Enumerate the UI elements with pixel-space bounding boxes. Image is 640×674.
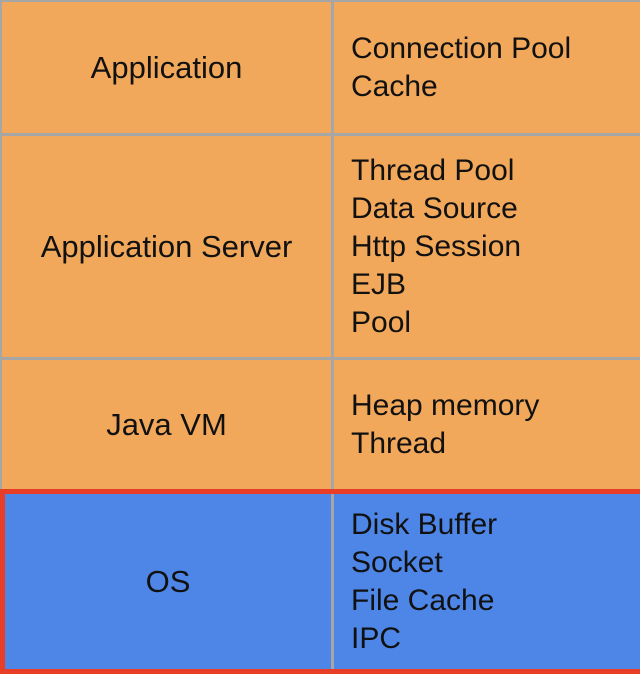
layer-items-cell-application-server: Thread Pool Data Source Http Session EJB… xyxy=(334,136,640,357)
layer-label: Application xyxy=(90,49,243,85)
layer-item: EJB xyxy=(351,267,407,301)
layer-item: Connection Pool xyxy=(351,31,572,65)
layer-item: Socket xyxy=(351,545,443,579)
layer-row-java-vm: Java VM Heap memory Thread xyxy=(0,360,640,489)
layer-name-cell-os: OS xyxy=(5,494,331,669)
layer-row-application: Application Connection Pool Cache xyxy=(0,2,640,133)
layer-item: Cache xyxy=(351,69,438,103)
layer-item: Http Session xyxy=(351,229,522,263)
layer-label: Application Server xyxy=(40,228,293,264)
layer-label: Java VM xyxy=(106,406,227,442)
layer-item: Heap memory xyxy=(351,388,540,422)
layer-label: OS xyxy=(145,563,191,599)
layer-item: File Cache xyxy=(351,583,495,617)
layer-items-cell-application: Connection Pool Cache xyxy=(334,2,640,133)
layer-item: Disk Buffer xyxy=(351,507,498,541)
layer-item: Thread Pool xyxy=(351,153,515,187)
layer-name-cell-application: Application xyxy=(2,2,331,133)
layer-row-application-server: Application Server Thread Pool Data Sour… xyxy=(0,136,640,357)
layer-items-cell-java-vm: Heap memory Thread xyxy=(334,360,640,489)
layer-row-os-highlighted: OS Disk Buffer Socket File Cache IPC xyxy=(0,489,640,674)
layer-item: Thread xyxy=(351,426,447,460)
layer-items-cell-os: Disk Buffer Socket File Cache IPC xyxy=(334,494,640,669)
layer-item: Pool xyxy=(351,305,412,339)
layer-item: Data Source xyxy=(351,191,518,225)
layer-name-cell-java-vm: Java VM xyxy=(2,360,331,489)
layer-item: IPC xyxy=(351,621,402,655)
layer-name-cell-application-server: Application Server xyxy=(2,136,331,357)
